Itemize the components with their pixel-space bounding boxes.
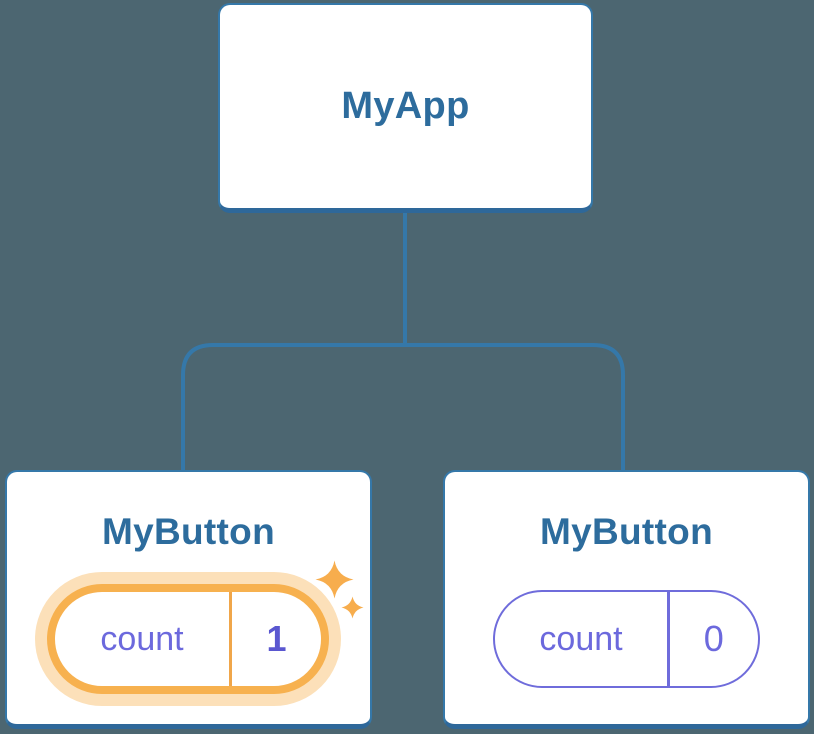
state-key-label: count [100, 619, 184, 658]
state-value: 1 [266, 618, 287, 659]
component-node-root: MyApp [218, 3, 593, 213]
state-key-label: count [539, 619, 623, 658]
component-name-button-right: MyButton [540, 511, 713, 552]
state-pill-highlighted: count 1 [47, 584, 329, 694]
state-value: 0 [703, 618, 724, 659]
component-name-root: MyApp [341, 85, 470, 127]
state-pill-normal: count 0 [493, 590, 760, 688]
component-name-button-left: MyButton [102, 511, 275, 552]
state-pill-divider [229, 592, 232, 686]
component-node-button-right: MyButton count 0 [443, 470, 810, 729]
component-node-button-left: MyButton count 1 [5, 470, 372, 729]
state-pill-divider [667, 592, 670, 686]
